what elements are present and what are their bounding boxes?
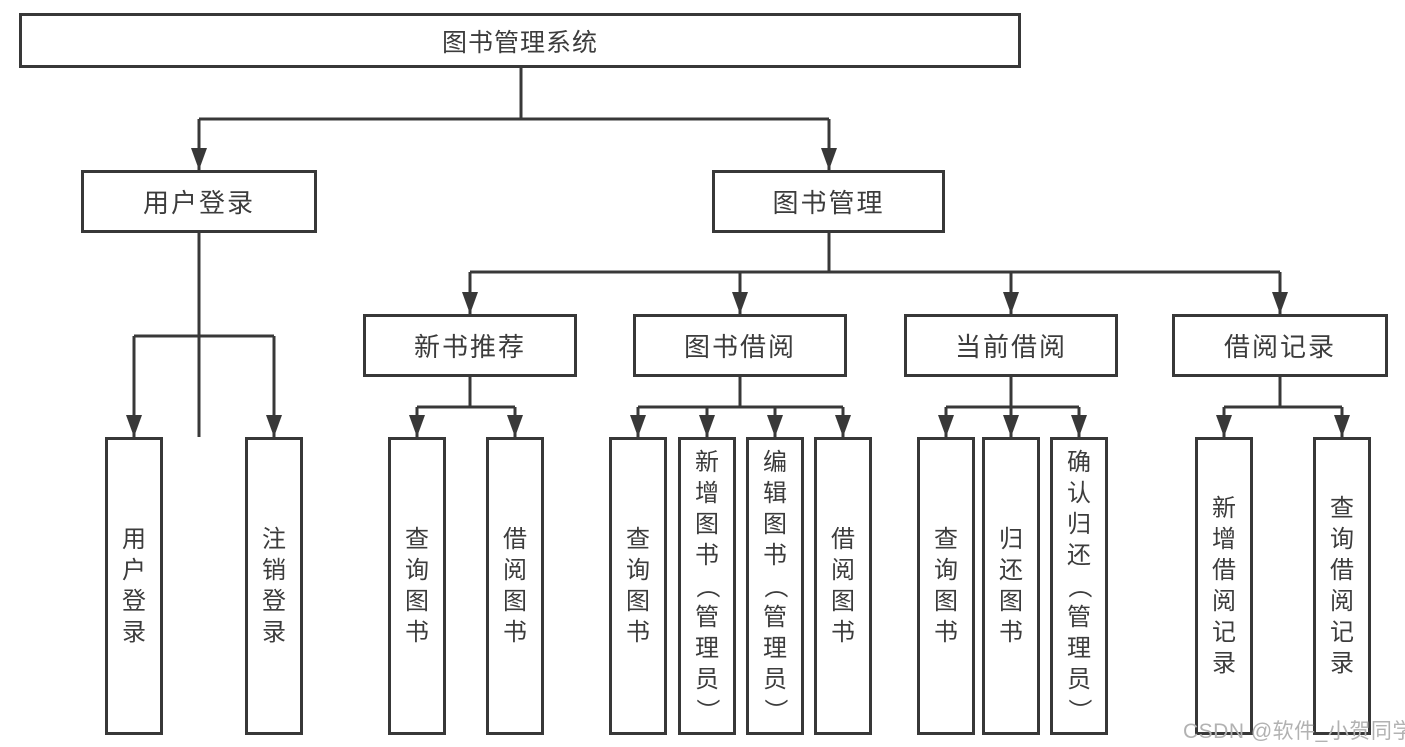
- node-leaf-query-books-recommend: 查询图书: [388, 437, 446, 735]
- node-label: 归还图书: [999, 526, 1023, 646]
- node-label: 借阅图书: [503, 526, 527, 646]
- node-leaf-query-books-current: 查询图书: [917, 437, 975, 735]
- node-label: 用户登录: [122, 526, 146, 646]
- node-label: 注销登录: [262, 526, 286, 646]
- node-leaf-add-books-admin: 新增图书（管理员）: [678, 437, 736, 735]
- node-leaf-user-login: 用户登录: [105, 437, 163, 735]
- node-leaf-borrow-books: 借阅图书: [814, 437, 872, 735]
- node-label: 查询图书: [405, 526, 429, 646]
- node-label: 当前借阅: [954, 332, 1067, 362]
- node-label: 查询图书: [626, 526, 650, 646]
- node-leaf-query-borrow-record: 查询借阅记录: [1313, 437, 1371, 735]
- node-book-borrow: 图书借阅: [633, 314, 847, 377]
- node-book-management: 图书管理: [712, 170, 945, 233]
- node-current-borrow: 当前借阅: [904, 314, 1118, 377]
- node-user-login: 用户登录: [81, 170, 317, 233]
- node-label: 借阅图书: [831, 526, 855, 646]
- node-leaf-return-books: 归还图书: [982, 437, 1040, 735]
- node-leaf-query-books-borrow: 查询图书: [609, 437, 667, 735]
- node-leaf-logout: 注销登录: [245, 437, 303, 735]
- node-label: 编辑图书（管理员）: [761, 448, 789, 723]
- node-leaf-confirm-return-admin: 确认归还（管理员）: [1050, 437, 1108, 735]
- node-label: 新增借阅记录: [1212, 495, 1236, 677]
- csdn-watermark: CSDN @软件_小贺同学: [1183, 720, 1405, 743]
- node-label: 图书借阅: [683, 332, 796, 362]
- node-label: 新增图书（管理员）: [693, 448, 721, 723]
- node-label: 新书推荐: [413, 332, 526, 362]
- node-label: 图书管理: [772, 188, 885, 218]
- node-label: 借阅记录: [1223, 332, 1336, 362]
- node-label: 图书管理系统: [441, 28, 598, 57]
- node-label: 查询借阅记录: [1330, 495, 1354, 677]
- node-leaf-borrow-books-recommend: 借阅图书: [486, 437, 544, 735]
- node-root-library-system: 图书管理系统: [19, 13, 1021, 68]
- node-borrow-records: 借阅记录: [1172, 314, 1388, 377]
- node-label: 确认归还（管理员）: [1065, 448, 1093, 723]
- node-label: 查询图书: [934, 526, 958, 646]
- node-new-book-recommend: 新书推荐: [363, 314, 577, 377]
- node-leaf-add-borrow-record: 新增借阅记录: [1195, 437, 1253, 735]
- node-leaf-edit-books-admin: 编辑图书（管理员）: [746, 437, 804, 735]
- node-label: 用户登录: [142, 188, 255, 218]
